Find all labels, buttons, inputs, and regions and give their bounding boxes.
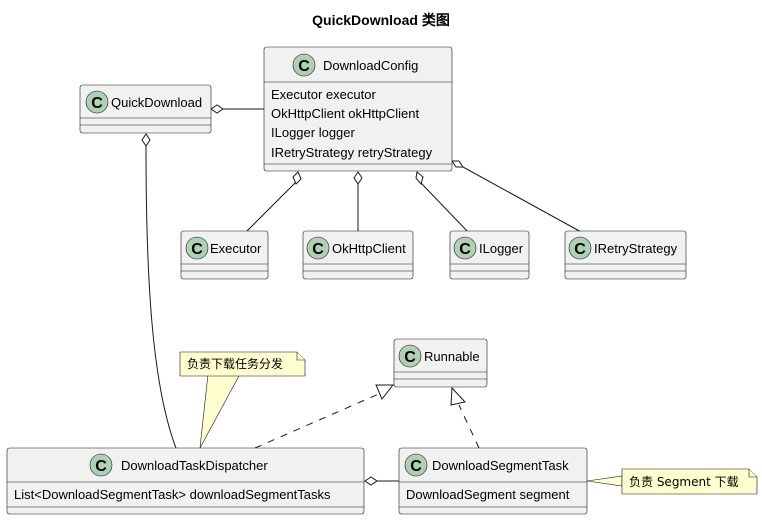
aggregation-diamond-icon bbox=[292, 171, 302, 185]
class-c-icon bbox=[85, 90, 109, 114]
aggregation-diamond-icon bbox=[415, 171, 424, 186]
aggregation-diamond-icon bbox=[353, 171, 363, 185]
aggregation-diamond-icon bbox=[141, 133, 151, 147]
class-c-letter: C bbox=[312, 241, 324, 258]
edge-segmenttask-implements-runnable bbox=[458, 404, 480, 449]
class-c-icon bbox=[453, 236, 477, 260]
class-okhttpclient[interactable]: C OkHttpClient bbox=[302, 230, 414, 280]
class-name: DownloadConfig bbox=[323, 58, 418, 73]
class-c-letter: C bbox=[95, 458, 107, 475]
realization-triangle-icon bbox=[375, 384, 395, 400]
class-c-icon bbox=[568, 236, 592, 260]
aggregation-diamond-icon bbox=[451, 160, 464, 168]
class-c-letter: C bbox=[91, 95, 103, 112]
class-name: Runnable bbox=[424, 349, 480, 364]
class-c-icon bbox=[404, 453, 428, 477]
field-retrystrategy: IRetryStrategy retryStrategy bbox=[271, 145, 433, 160]
note-segmenttask: 负责 Segment 下载 bbox=[621, 468, 758, 495]
field-segment: DownloadSegment segment bbox=[406, 487, 570, 502]
edge-dispatcher-implements-runnable bbox=[254, 392, 382, 449]
class-c-letter: C bbox=[410, 458, 422, 475]
diagram-title: QuickDownload 类图 bbox=[312, 12, 450, 28]
edge-config-executor bbox=[244, 182, 296, 234]
edges bbox=[141, 104, 623, 487]
note-text: 负责 Segment 下载 bbox=[629, 475, 739, 489]
class-name: DownloadTaskDispatcher bbox=[121, 458, 268, 473]
class-quickdownload[interactable]: C QuickDownload bbox=[79, 84, 212, 134]
note-fold-icon bbox=[296, 352, 305, 361]
class-c-icon bbox=[185, 236, 209, 260]
note-fold-icon bbox=[748, 469, 757, 478]
aggregation-diamond-icon bbox=[364, 476, 378, 486]
class-downloadconfig[interactable]: C DownloadConfig Executor executor OkHtt… bbox=[263, 46, 453, 172]
class-c-letter: C bbox=[459, 241, 471, 258]
class-executor[interactable]: C Executor bbox=[180, 230, 269, 280]
class-runnable[interactable]: C Runnable bbox=[393, 338, 488, 388]
class-name: QuickDownload bbox=[111, 95, 202, 110]
class-c-icon bbox=[306, 236, 330, 260]
class-name: IRetryStrategy bbox=[594, 241, 678, 256]
class-name: ILogger bbox=[479, 241, 524, 256]
class-name: Executor bbox=[210, 241, 262, 256]
field-logger: ILogger logger bbox=[271, 125, 356, 140]
class-c-letter: C bbox=[404, 349, 416, 366]
class-c-icon bbox=[292, 53, 316, 77]
class-c-icon bbox=[89, 453, 113, 477]
realization-triangle-icon bbox=[450, 386, 466, 406]
field-executor: Executor executor bbox=[271, 87, 376, 102]
note-connector bbox=[586, 475, 623, 487]
aggregation-diamond-icon bbox=[210, 104, 224, 114]
class-downloadtaskdispatcher[interactable]: C DownloadTaskDispatcher List<DownloadSe… bbox=[6, 447, 365, 515]
note-connector bbox=[199, 373, 241, 449]
class-c-icon bbox=[398, 344, 422, 368]
class-c-letter: C bbox=[191, 241, 203, 258]
edge-quickdownload-dispatcher bbox=[145, 145, 177, 449]
class-ilogger[interactable]: C ILogger bbox=[449, 230, 530, 280]
field-okhttpclient: OkHttpClient okHttpClient bbox=[271, 106, 419, 121]
class-name: DownloadSegmentTask bbox=[432, 458, 569, 473]
class-downloadsegmenttask[interactable]: C DownloadSegmentTask DownloadSegment se… bbox=[398, 447, 588, 515]
edge-config-ilogger bbox=[420, 182, 470, 234]
class-c-letter: C bbox=[574, 241, 586, 258]
class-iretrystrategy[interactable]: C IRetryStrategy bbox=[564, 230, 687, 280]
class-c-letter: C bbox=[298, 58, 310, 75]
note-text: 负责下载任务分发 bbox=[187, 356, 283, 371]
note-dispatcher: 负责下载任务分发 bbox=[179, 351, 306, 377]
edge-config-iretrystrategy bbox=[462, 166, 584, 234]
field-downloadsegmenttasks: List<DownloadSegmentTask> downloadSegmen… bbox=[14, 487, 331, 502]
class-name: OkHttpClient bbox=[332, 241, 406, 256]
